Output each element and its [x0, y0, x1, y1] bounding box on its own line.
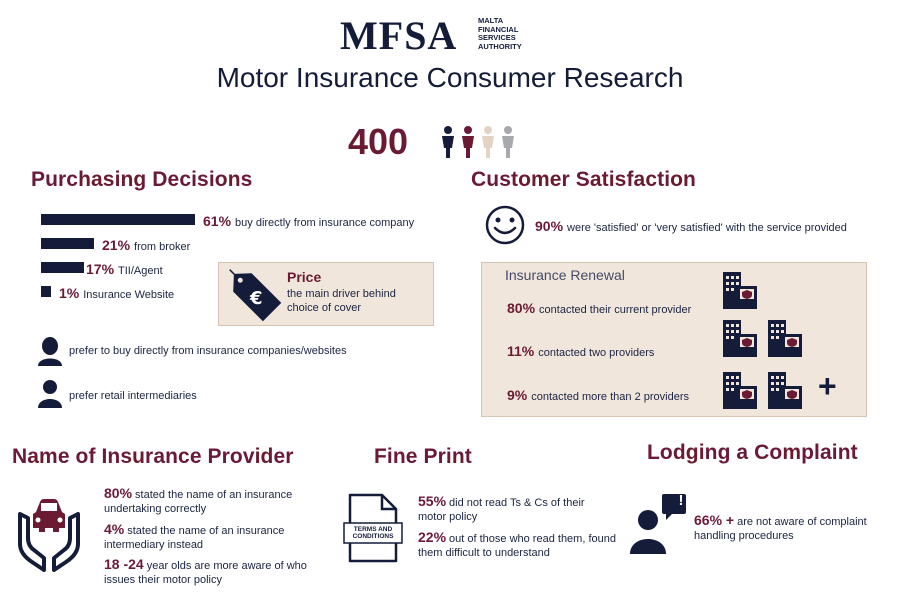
complaint-stat: 66% +are not aware of complaint handling…: [694, 512, 867, 542]
prefer-retail-text: prefer retail intermediaries: [69, 390, 197, 402]
bar-label-direct: 61%buy directly from insurance company: [203, 213, 415, 229]
purchasing-bar: [41, 214, 195, 225]
building-icon: [723, 272, 757, 309]
purchasing-bar: [41, 286, 51, 297]
terms-label: TERMS AND CONDITIONS: [352, 526, 394, 540]
provider-heading: Name of Insurance Provider: [12, 445, 294, 468]
page-title: Motor Insurance Consumer Research: [216, 62, 684, 93]
bar-label-website: 1%Insurance Website: [59, 285, 175, 301]
purchasing-heading: Purchasing Decisions: [31, 168, 253, 191]
price-description: the main driver behind choice of cover: [287, 288, 396, 314]
satisfaction-heading: Customer Satisfaction: [471, 168, 696, 191]
plus-sign: +: [818, 368, 837, 404]
purchasing-bar: [41, 262, 84, 273]
exclamation-mark: !: [678, 492, 684, 509]
complaint-heading: Lodging a Complaint: [647, 441, 858, 464]
building-icon: [723, 372, 757, 409]
car-in-hands-icon: [18, 499, 80, 572]
document-icon: [343, 493, 403, 563]
prefer-direct-text: prefer to buy directly from insurance co…: [69, 345, 347, 357]
provider-stat-correct: 80%stated the name of an insurance under…: [104, 485, 293, 515]
building-icon: [723, 320, 757, 357]
renewal-row-two: 11%contacted two providers: [507, 343, 655, 359]
renewal-row-current: 80%contacted their current provider: [507, 300, 692, 316]
woman-icon: [38, 337, 62, 366]
purchasing-bar: [41, 238, 94, 249]
building-icon: [768, 372, 802, 409]
renewal-row-more: 9%contacted more than 2 providers: [507, 387, 689, 403]
fineprint-stat-not-read: 55%did not read Ts & Cs of their motor p…: [418, 493, 585, 523]
mfsa-logo: MFSA: [340, 13, 458, 58]
people-icon: [442, 126, 514, 158]
price-title: Price: [287, 269, 322, 285]
complaint-person-icon: [630, 494, 686, 554]
respondent-count: 400: [348, 121, 409, 162]
mfsa-logo-subtitle: MALTA FINANCIAL SERVICES AUTHORITY: [478, 16, 522, 51]
price-tag-icon: €: [229, 269, 282, 322]
fineprint-stat-difficult: 22%out of those who read them, found the…: [418, 529, 616, 559]
bar-label-agent: 17%TII/Agent: [86, 261, 163, 277]
satisfaction-stat: 90%were 'satisfied' or 'very satisfied' …: [535, 218, 847, 234]
renewal-title: Insurance Renewal: [505, 267, 625, 283]
man-icon: [38, 380, 62, 408]
building-icon: [768, 320, 802, 357]
provider-stat-intermediary: 4%stated the name of an insurance interm…: [104, 521, 285, 551]
svg-text:€: €: [249, 288, 263, 309]
renewal-panel: [481, 262, 867, 417]
smiley-icon: [485, 205, 525, 245]
fineprint-heading: Fine Print: [374, 445, 472, 468]
bar-label-broker: 21%from broker: [102, 237, 191, 253]
